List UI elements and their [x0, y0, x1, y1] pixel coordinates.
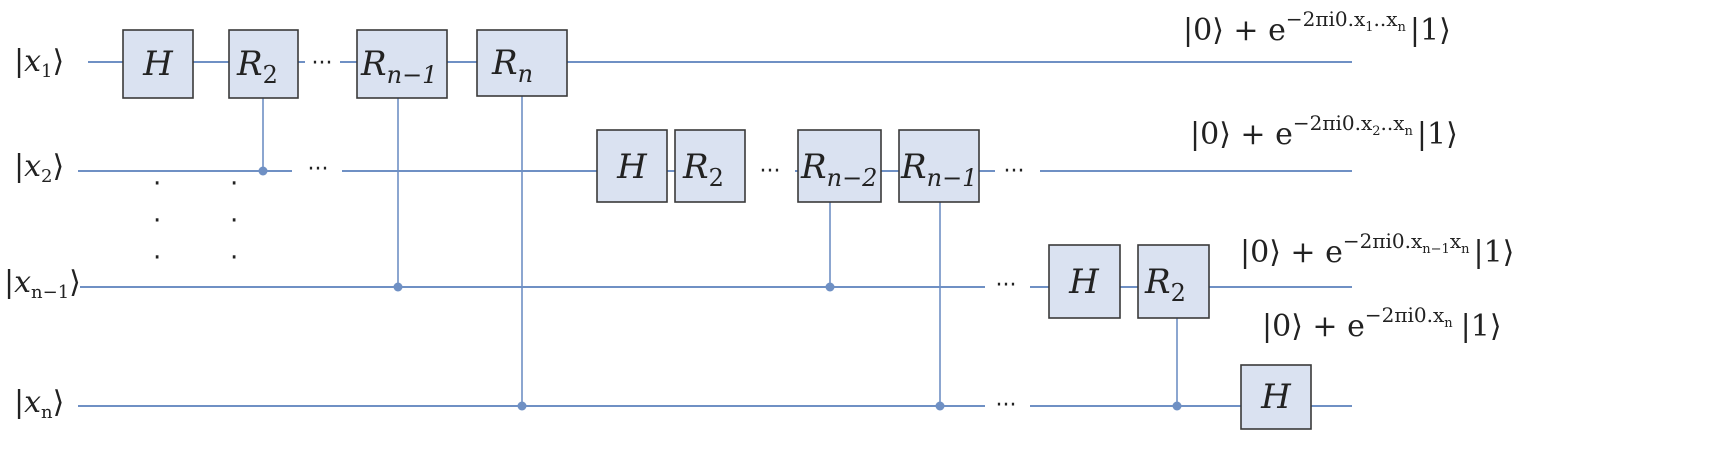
gate-rn-2-x2: Rn−2	[797, 129, 882, 203]
gate-r2-x2: R2	[674, 129, 746, 203]
ellipsis: ···	[996, 273, 1017, 298]
svg-text:Rn−2: Rn−2	[800, 147, 877, 192]
control-dot	[1172, 401, 1182, 411]
svg-text:Rn−1: Rn−1	[360, 44, 437, 89]
control-dot	[935, 401, 945, 411]
output-state-x2: |0⟩ + e−2πi0.x2..xn|1⟩	[1190, 111, 1458, 152]
svg-text:R2: R2	[682, 147, 724, 192]
ellipsis: ···	[1004, 159, 1025, 184]
output-state-xn-1: |0⟩ + e−2πi0.xn−1xn|1⟩	[1240, 229, 1514, 270]
svg-text:H: H	[616, 147, 648, 187]
input-label-x1: |x1⟩	[14, 44, 64, 82]
svg-text:R2: R2	[236, 44, 278, 89]
control-dot	[258, 166, 268, 176]
ellipsis: ···	[308, 157, 329, 182]
vertical-dot: ·	[153, 169, 161, 199]
svg-text:Rn: Rn	[491, 43, 533, 88]
control-dot	[393, 282, 403, 292]
input-label-x2: |x2⟩	[14, 149, 64, 187]
gate-h-xn: H	[1240, 364, 1312, 430]
vertical-dot: ·	[230, 169, 238, 199]
input-label-xn: |xn⟩	[14, 385, 64, 423]
control-dot	[825, 282, 835, 292]
gate-r2-xn-1: R2	[1137, 244, 1210, 319]
ellipsis: ···	[996, 393, 1017, 418]
output-state-xn: |0⟩ + e−2πi0.xn|1⟩	[1262, 303, 1502, 344]
svg-text:H: H	[142, 44, 174, 84]
svg-text:H: H	[1260, 377, 1292, 417]
svg-text:H: H	[1068, 262, 1100, 302]
gate-h-x1: H	[122, 29, 194, 99]
gate-h-xn-1: H	[1048, 244, 1121, 319]
svg-text:Rn−1: Rn−1	[900, 147, 977, 192]
gate-h-x2: H	[596, 129, 668, 203]
gate-rn-x1: Rn	[476, 29, 568, 97]
output-state-x1: |0⟩ + e−2πi0.x1..xn|1⟩	[1183, 7, 1451, 48]
gate-rn-1-x2: Rn−1	[898, 129, 980, 203]
vertical-dot: ·	[230, 206, 238, 236]
vertical-dot: ·	[153, 206, 161, 236]
ellipsis: ···	[760, 159, 781, 184]
gate-r2-x1: R2	[228, 29, 299, 99]
gate-rn-1-x1: Rn−1	[356, 29, 448, 99]
control-dot	[517, 401, 527, 411]
ellipsis: ···	[312, 51, 333, 76]
input-label-xn-1: |xn−1⟩	[4, 265, 81, 303]
vertical-dot: ·	[230, 243, 238, 273]
vertical-dot: ·	[153, 243, 161, 273]
svg-text:R2: R2	[1144, 262, 1186, 307]
